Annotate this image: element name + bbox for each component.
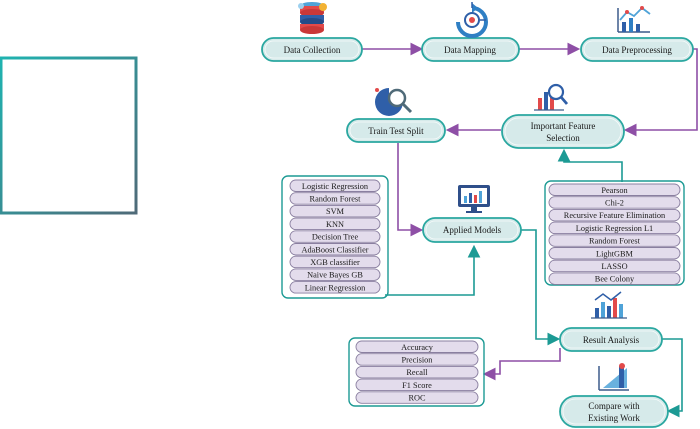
feature-method-item-bg: [548, 234, 681, 247]
left-frame: [0, 56, 138, 215]
model-item-bg: [289, 255, 381, 269]
node-applied-models: Applied Models: [422, 217, 522, 243]
node-data-preprocessing-label: Data Preprocessing: [602, 45, 672, 55]
model-item: KNN: [326, 220, 344, 229]
bar-magnifier-icon: [534, 83, 569, 111]
node-compare-existing-work: Compare with Existing Work: [559, 395, 669, 428]
bar-trend-icon: [591, 291, 627, 319]
node-data-mapping: Data Mapping: [421, 37, 520, 62]
arrow-models-list-to-models: [385, 244, 481, 296]
node-data-collection-label: Data Collection: [284, 45, 341, 55]
metric-item: Precision: [402, 355, 434, 364]
metric-item-bg: [355, 365, 479, 379]
node-important-feature-label-1: Important Feature: [531, 121, 596, 131]
line-chart-icon: [617, 6, 651, 33]
feature-method-item-bg: [548, 272, 681, 285]
arrow-split-to-models: [397, 143, 424, 237]
feature-method-item: LightGBM: [596, 249, 634, 258]
target-cycle-icon: [456, 2, 488, 38]
model-item: Random Forest: [310, 194, 362, 203]
node-important-feature-selection: Important Feature Selection: [501, 114, 625, 149]
node-important-feature-label-2: Selection: [546, 133, 580, 143]
magnifier-pie-icon: [375, 88, 413, 116]
node-train-test-split: Train Test Split: [346, 118, 446, 143]
growth-chart-icon: [598, 363, 629, 391]
metric-item: Accuracy: [401, 343, 434, 352]
metric-item: F1 Score: [402, 381, 432, 390]
node-train-test-split-label: Train Test Split: [368, 126, 424, 136]
feature-method-item: Random Forest: [589, 237, 641, 246]
feature-method-item-bg: [548, 196, 681, 209]
feature-method-item: Bee Colony: [595, 275, 635, 284]
arrow-preprocessing-to-feature: [623, 48, 698, 137]
arrow-methods-to-feature: [557, 148, 623, 182]
node-compare-label-2: Existing Work: [588, 413, 640, 423]
node-applied-models-label: Applied Models: [443, 225, 502, 235]
feature-method-item: Chi-2: [605, 198, 624, 207]
model-item: AdaBoost Classifier: [301, 245, 368, 254]
arrow-models-to-result: [521, 229, 561, 346]
monitor-chart-icon: [458, 185, 490, 213]
node-result-analysis: Result Analysis: [559, 327, 663, 352]
model-item: SVM: [326, 207, 345, 216]
feature-method-item: LASSO: [601, 262, 627, 271]
database-stack-icon: [298, 2, 327, 34]
metric-item: Recall: [406, 368, 428, 377]
model-item-bg: [289, 268, 381, 281]
feature-method-item: Recursive Feature Elimination: [564, 211, 666, 220]
model-item-bg: [289, 217, 381, 231]
feature-method-item: Logistic Regression L1: [576, 224, 653, 233]
feature-method-item-bg: [548, 221, 681, 235]
node-result-analysis-label: Result Analysis: [583, 335, 640, 345]
model-item: XGB classifier: [310, 258, 360, 267]
feature-methods-list-frame: [544, 180, 685, 286]
model-item-bg: [289, 192, 381, 205]
feature-method-item-bg: [548, 208, 681, 222]
feature-method-item: Pearson: [601, 186, 628, 195]
node-compare-label-1: Compare with: [588, 401, 640, 411]
metric-item-bg: [355, 353, 479, 366]
metric-item-bg: [355, 378, 479, 392]
model-item-bg: [289, 230, 381, 243]
model-item-bg: [289, 179, 381, 192]
models-list-frame: [281, 175, 389, 299]
model-item: Logistic Regression: [302, 182, 369, 191]
model-item: Linear Regression: [305, 283, 366, 292]
model-item-bg: [289, 204, 381, 218]
metric-item-bg: [355, 340, 479, 353]
metric-item-bg: [355, 391, 479, 404]
model-item: Naive Bayes GB: [307, 271, 363, 280]
node-data-collection: Data Collection: [261, 37, 363, 62]
node-data-preprocessing: Data Preprocessing: [580, 37, 694, 62]
feature-method-item-bg: [548, 259, 681, 273]
feature-method-item-bg: [548, 247, 681, 260]
feature-method-item-bg: [548, 183, 681, 196]
node-data-mapping-label: Data Mapping: [444, 45, 496, 55]
metrics-list-frame: [348, 337, 485, 407]
model-item-bg: [289, 243, 381, 256]
model-item: Decision Tree: [312, 233, 359, 242]
arrow-result-to-compare: [662, 338, 683, 418]
metric-item: ROC: [408, 394, 426, 403]
model-item-bg: [289, 281, 381, 294]
arrow-result-to-metrics: [482, 348, 561, 381]
